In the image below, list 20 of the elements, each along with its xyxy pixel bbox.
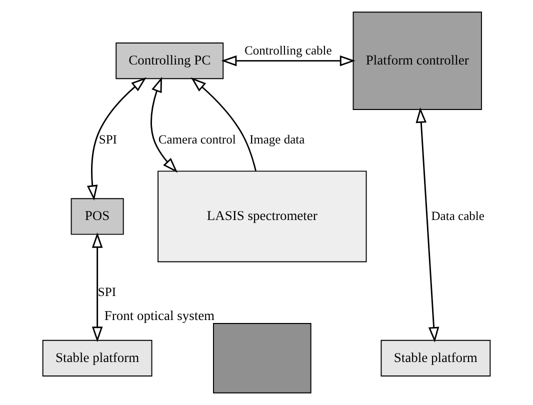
node-label: Front optical system	[104, 308, 215, 323]
edge-label: SPI	[98, 132, 117, 147]
node-box: POS	[70, 198, 124, 235]
arrow	[416, 107, 440, 342]
edge-label: Data cable	[431, 208, 484, 223]
node-box: Stable platform	[380, 340, 491, 376]
arrow	[190, 77, 256, 172]
arrow	[86, 77, 146, 201]
arrow	[221, 55, 356, 66]
arrow	[150, 76, 178, 173]
edge-label: Image data	[249, 132, 305, 147]
node-box: Stable platform	[42, 340, 152, 376]
edge-label: Camera control	[158, 132, 236, 147]
node-box: LASIS spectrometer	[158, 170, 367, 262]
edge-label: Controlling cable	[244, 43, 332, 58]
node-box: Platform controller	[352, 12, 482, 110]
node-box: Controlling PC	[116, 42, 224, 80]
node-box	[213, 323, 312, 394]
arrow	[92, 232, 103, 342]
edge-label: SPI	[98, 284, 116, 299]
